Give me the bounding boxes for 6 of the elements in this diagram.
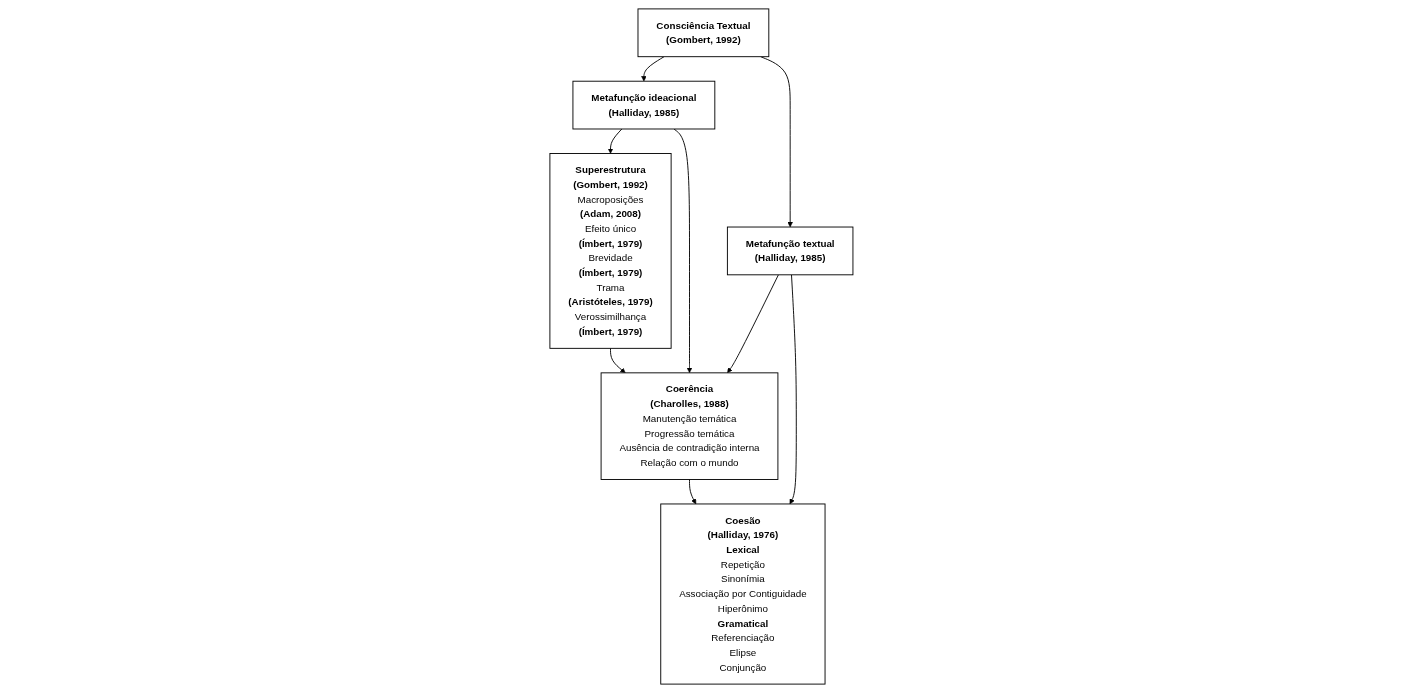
node-box: Coesão (Halliday, 1976) Lexical Repetição Sinonímia Associação por Contiguidade Hiperônimo Gramatical Referenciação Elipse Conjunção — [659, 503, 826, 685]
node-box: Superestrutura (Gombert, 1992) Macroposições (Adam, 2008) Efeito único (Ímbert, 1979) Brevidade (Ímbert, 1979) Trama (Aristóteles, 1979) Verossimilhança (Ímbert, 1979) — [549, 153, 672, 349]
node-box: Metafunção textual (Halliday, 1985) — [726, 226, 853, 276]
node-box: Coerência (Charolles, 1988) Manutenção temática Progressão temática Ausência de contradição interna Relação com o mundo — [600, 372, 778, 480]
node-box: Metafunção ideacional (Halliday, 1985) — [572, 80, 715, 130]
node-box: Consciência Textual (Gombert, 1992) — [637, 8, 769, 58]
